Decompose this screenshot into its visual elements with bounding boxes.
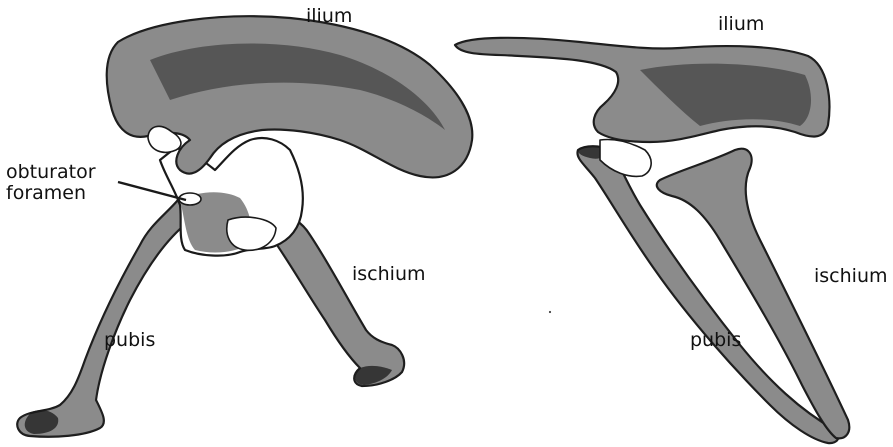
right-ilium-label: ilium — [718, 14, 764, 34]
left-ischium-label: ischium — [352, 264, 426, 284]
right-pubis-label: pubis — [690, 330, 741, 350]
left-ilium-label: ilium — [306, 6, 352, 26]
right-pelvis — [455, 38, 849, 443]
left-pubis-label: pubis — [104, 330, 155, 350]
obturator-label-line1: obturator — [6, 162, 96, 182]
obturator-label-line2: foramen — [6, 183, 86, 203]
stray-dot — [549, 311, 551, 313]
left-pelvis — [17, 16, 472, 436]
right-ischium-label: ischium — [814, 266, 888, 286]
